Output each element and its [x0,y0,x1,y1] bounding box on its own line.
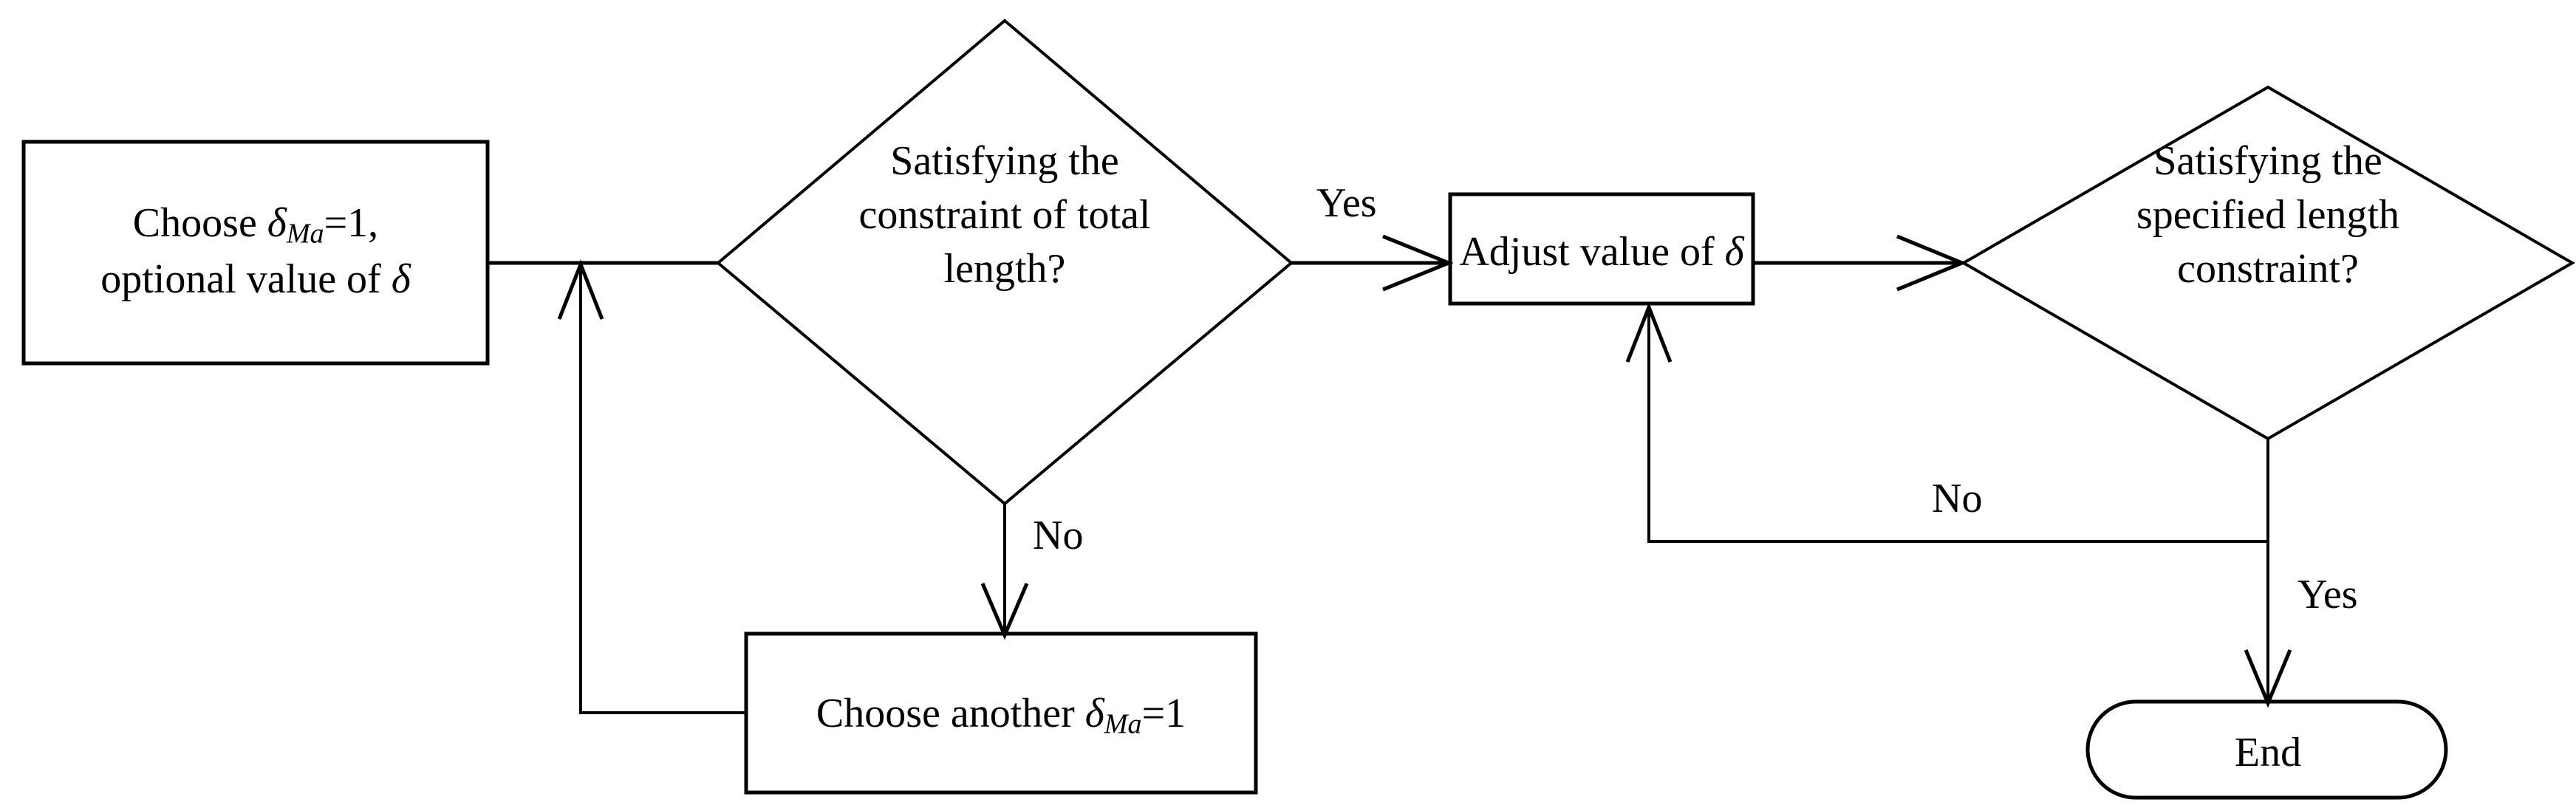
start-box-shape[interactable] [21,140,490,366]
edge-label-no-back-to-adjust: No [1932,476,1983,521]
choose-another-box-shape[interactable] [744,631,1258,795]
edge-label-yes-to-end: Yes [2297,572,2358,617]
arrowhead-decision1-no [980,583,1029,640]
arrowhead-adjust-to-decision2 [1896,234,1967,292]
arrowhead-decision2-yes [2244,649,2292,708]
arrowhead-decision1-yes [1382,234,1454,292]
adjust-box-shape[interactable] [1448,192,1755,306]
decision-total-length-shape[interactable] [715,18,1294,506]
arrowhead-decision2-no-up [1625,302,1673,363]
decision-specified-length-shape[interactable] [1961,85,2575,441]
edge-label-yes-to-adjust: Yes [1316,180,1377,226]
edge-label-no-to-choose-another: No [1033,513,1084,558]
end-terminator-shape[interactable] [2085,699,2448,800]
edge-choose-another-feedback [579,267,746,714]
arrowhead-feedback-up [557,259,604,320]
